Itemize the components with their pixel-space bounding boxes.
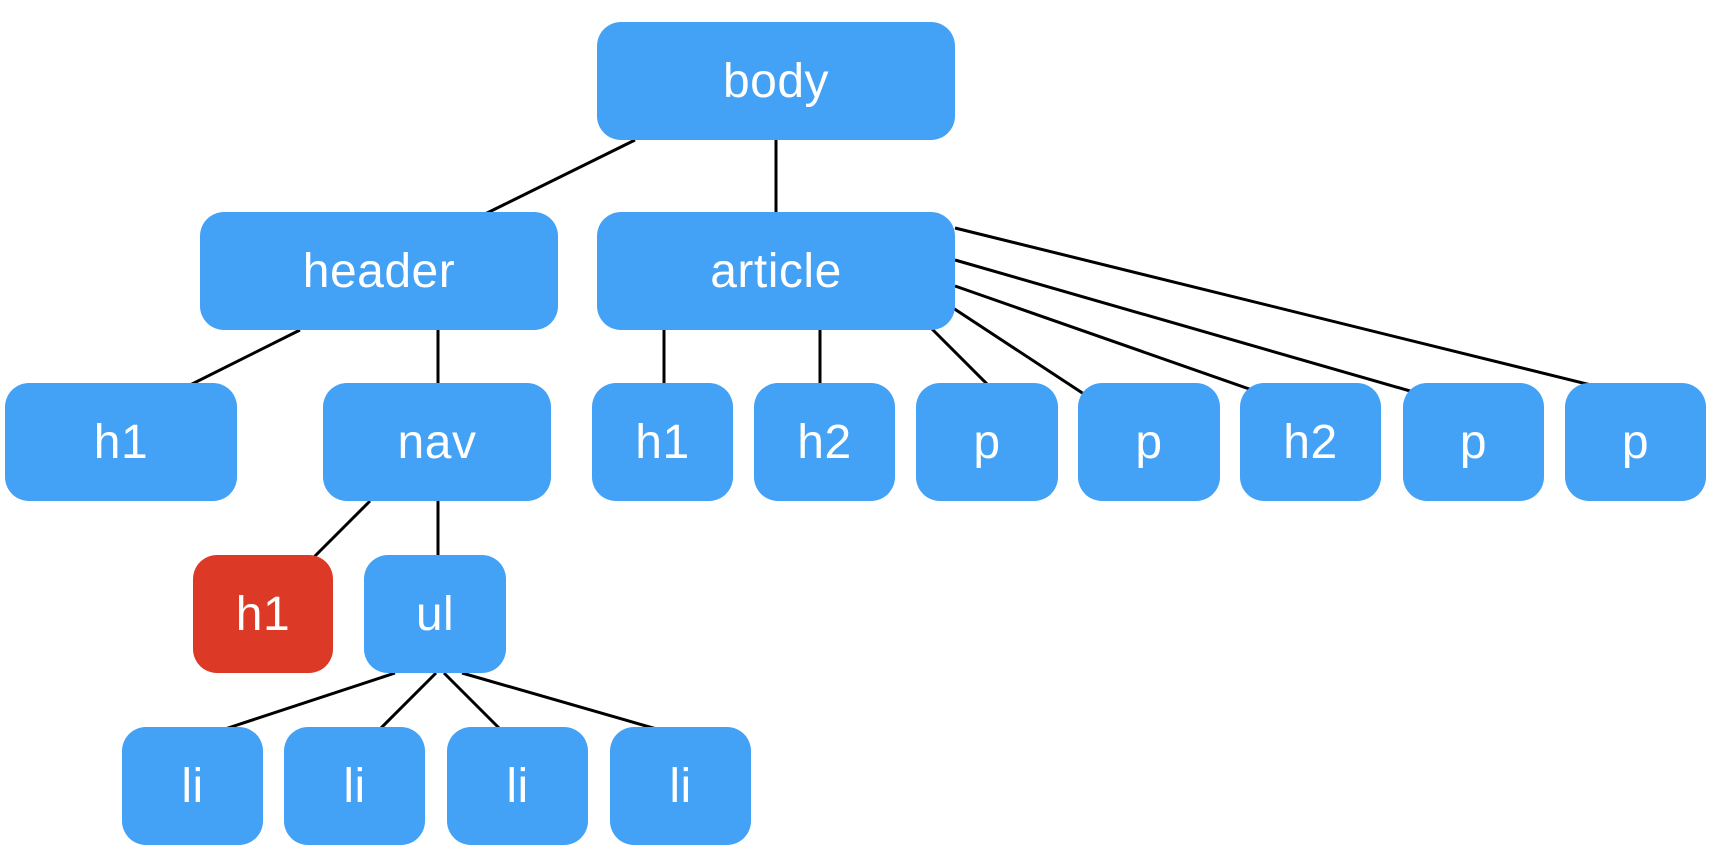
edge-ul-to-li-2 xyxy=(376,671,438,733)
edge-ul-to-li-4 xyxy=(461,671,661,732)
node-h2-b: h2 xyxy=(1240,383,1381,501)
node-p-1: p xyxy=(916,383,1058,501)
node-article: article xyxy=(597,212,955,330)
node-ul: ul xyxy=(364,555,506,673)
node-h2-a: h2 xyxy=(754,383,895,501)
node-li-1: li xyxy=(122,727,263,845)
edge-ul-to-li-3 xyxy=(442,671,508,737)
node-li-3: li xyxy=(447,727,588,845)
node-nav: nav xyxy=(323,383,551,501)
node-h1-a: h1 xyxy=(5,383,237,501)
node-p-2: p xyxy=(1078,383,1220,501)
edge-article-to-p-4 xyxy=(954,226,1596,388)
node-li-2: li xyxy=(284,727,425,845)
edge-header-to-h1-a xyxy=(189,328,301,387)
node-p-4: p xyxy=(1565,383,1706,501)
node-body: body xyxy=(597,22,955,140)
node-header: header xyxy=(200,212,558,330)
edge-article-to-p-1 xyxy=(926,323,990,387)
node-h1-b: h1 xyxy=(193,555,333,673)
edge-body-to-header xyxy=(484,138,636,216)
edge-article-to-p-2 xyxy=(952,306,1091,400)
edge-nav-to-h1-b xyxy=(308,499,372,563)
node-li-4: li xyxy=(610,727,751,845)
node-h1-c: h1 xyxy=(592,383,733,501)
edge-article-to-h2-b xyxy=(954,284,1256,393)
edge-article-to-p-3 xyxy=(954,258,1418,395)
edge-ul-to-li-1 xyxy=(224,671,396,731)
node-p-3: p xyxy=(1403,383,1544,501)
